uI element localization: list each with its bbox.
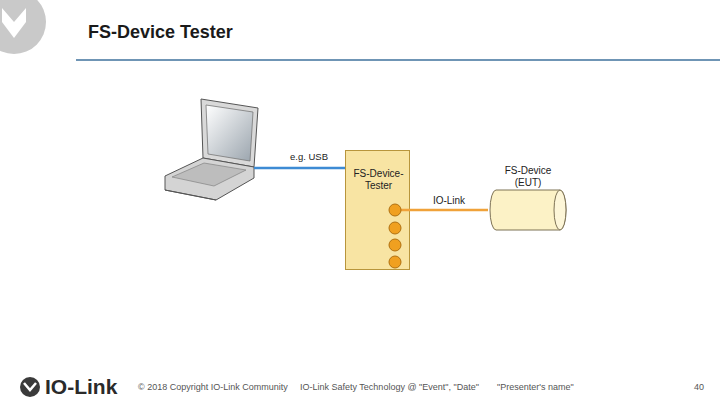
laptop-base — [165, 158, 254, 200]
footer-logo-text: IO-Link — [45, 375, 117, 399]
interface-label: e.g. USB — [290, 151, 328, 162]
footer-presenter: "Presenter's name" — [497, 382, 574, 392]
port-circle — [389, 256, 401, 268]
footer-event: IO-Link Safety Technology @ "Event", "Da… — [300, 382, 479, 392]
node-label: FS-Device (EUT) — [500, 165, 556, 189]
title-rule — [76, 59, 720, 61]
laptop-keyboard — [172, 163, 246, 186]
port-circle — [389, 222, 401, 234]
port-circle — [389, 204, 401, 216]
footer-logo-arrow — [24, 383, 36, 390]
cylinder-face — [554, 190, 566, 230]
slide-title: FS-Device Tester — [88, 22, 233, 43]
port-circle — [389, 239, 401, 251]
laptop-edge — [165, 190, 216, 200]
usb-wire — [254, 167, 345, 170]
cylinder-outline — [488, 187, 568, 233]
laptop-lid — [201, 99, 258, 167]
wire-label: IO-Link — [433, 195, 465, 206]
cylinder-body — [490, 190, 566, 230]
page-number: 40 — [694, 382, 704, 392]
node-label: FS-Device- Tester — [351, 168, 406, 192]
corner-logo — [0, 0, 46, 54]
footer-logo-icon — [20, 377, 40, 397]
device-cylinder: FS-Device (EUT) — [488, 165, 568, 235]
corner-logo-arrow — [2, 8, 26, 38]
footer-copyright: © 2018 Copyright IO-Link Community — [138, 382, 288, 392]
laptop-screen — [206, 105, 253, 161]
io-link-wire — [410, 209, 488, 212]
